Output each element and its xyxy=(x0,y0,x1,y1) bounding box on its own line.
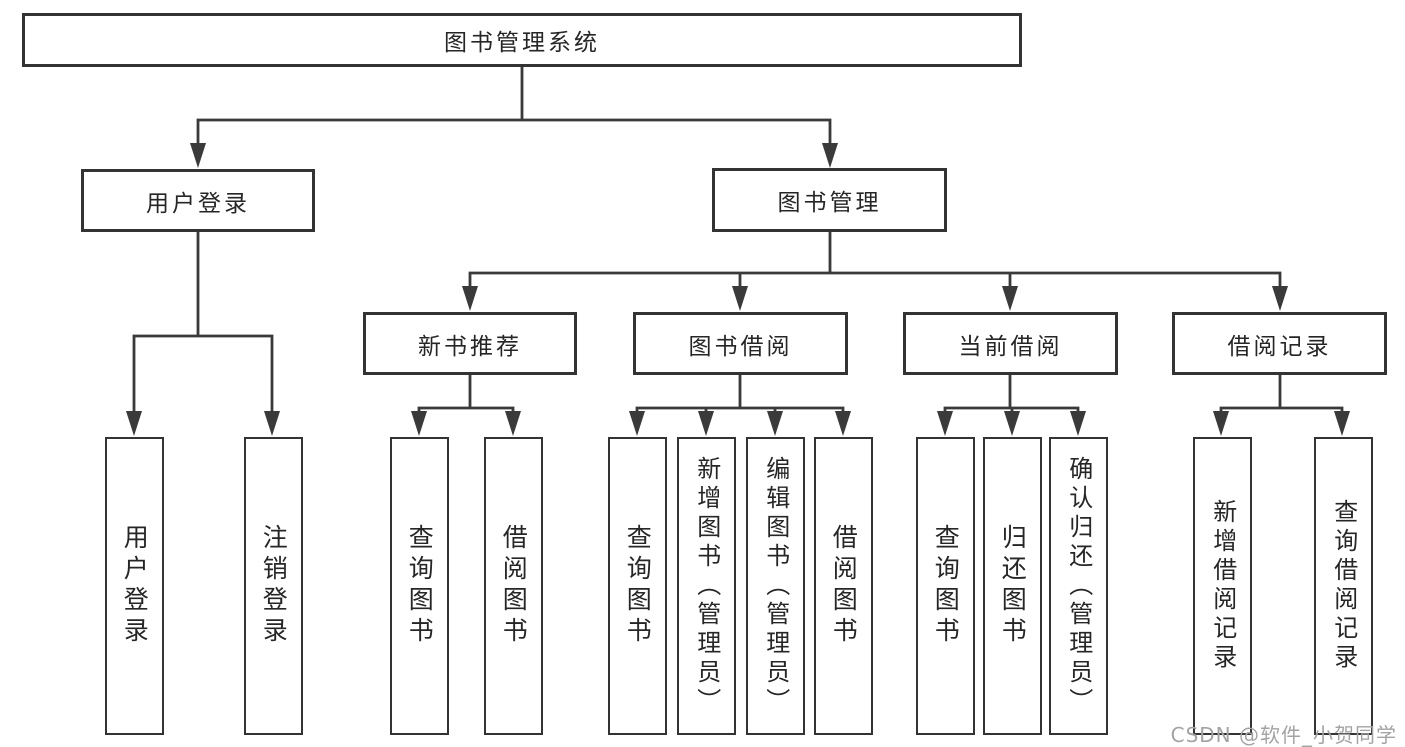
node-user-login: 用户登录 xyxy=(81,169,315,232)
leaf-user-login: 用户登录 xyxy=(105,437,164,735)
node-book-management-label: 图书管理 xyxy=(777,190,882,216)
leaf-borrow-books-recommend-label: 借阅图书 xyxy=(499,524,529,648)
node-current-borrowing-label: 当前借阅 xyxy=(958,333,1063,360)
leaf-user-login-label: 用户登录 xyxy=(120,524,150,648)
node-root-system: 图书管理系统 xyxy=(22,13,1022,67)
leaf-query-borrow-record-label: 查询借阅记录 xyxy=(1329,499,1358,673)
leaf-edit-book-admin-label: 编辑图书（管理员） xyxy=(761,455,790,717)
leaf-query-books-current: 查询图书 xyxy=(916,437,975,735)
leaf-query-books-recommend-label: 查询图书 xyxy=(405,524,435,648)
node-new-book-recommend: 新书推荐 xyxy=(363,312,577,375)
node-borrow-records-label: 借阅记录 xyxy=(1227,333,1332,360)
node-new-book-recommend-label: 新书推荐 xyxy=(418,333,522,360)
leaf-query-books-recommend: 查询图书 xyxy=(390,437,449,735)
node-book-borrowing: 图书借阅 xyxy=(633,312,848,375)
leaf-add-borrow-record: 新增借阅记录 xyxy=(1193,437,1252,735)
leaf-query-borrow-record: 查询借阅记录 xyxy=(1314,437,1373,735)
leaf-add-book-admin-label: 新增图书（管理员） xyxy=(692,455,721,717)
node-root-label: 图书管理系统 xyxy=(444,30,600,56)
leaf-logout: 注销登录 xyxy=(244,437,303,735)
leaf-query-books-current-label: 查询图书 xyxy=(931,524,961,648)
node-book-borrowing-label: 图书借阅 xyxy=(688,333,793,360)
node-user-login-label: 用户登录 xyxy=(146,190,250,217)
leaf-borrow-books-borrowing: 借阅图书 xyxy=(814,437,873,735)
leaf-borrow-books-borrowing-label: 借阅图书 xyxy=(829,524,859,648)
leaf-query-books-borrowing-label: 查询图书 xyxy=(623,524,653,648)
leaf-add-book-admin: 新增图书（管理员） xyxy=(677,437,736,735)
leaf-borrow-books-recommend: 借阅图书 xyxy=(484,437,543,735)
node-borrow-records: 借阅记录 xyxy=(1172,312,1387,375)
leaf-edit-book-admin: 编辑图书（管理员） xyxy=(746,437,805,735)
leaf-confirm-return-admin: 确认归还（管理员） xyxy=(1049,437,1108,735)
leaf-confirm-return-admin-label: 确认归还（管理员） xyxy=(1064,455,1093,717)
node-current-borrowing: 当前借阅 xyxy=(903,312,1118,375)
leaf-add-borrow-record-label: 新增借阅记录 xyxy=(1208,499,1237,673)
csdn-watermark: CSDN @软件_小贺同学 xyxy=(1170,723,1397,747)
node-book-management: 图书管理 xyxy=(712,168,947,232)
leaf-query-books-borrowing: 查询图书 xyxy=(608,437,667,735)
leaf-return-book: 归还图书 xyxy=(983,437,1042,735)
leaf-logout-label: 注销登录 xyxy=(259,524,289,648)
leaf-return-book-label: 归还图书 xyxy=(998,524,1028,648)
